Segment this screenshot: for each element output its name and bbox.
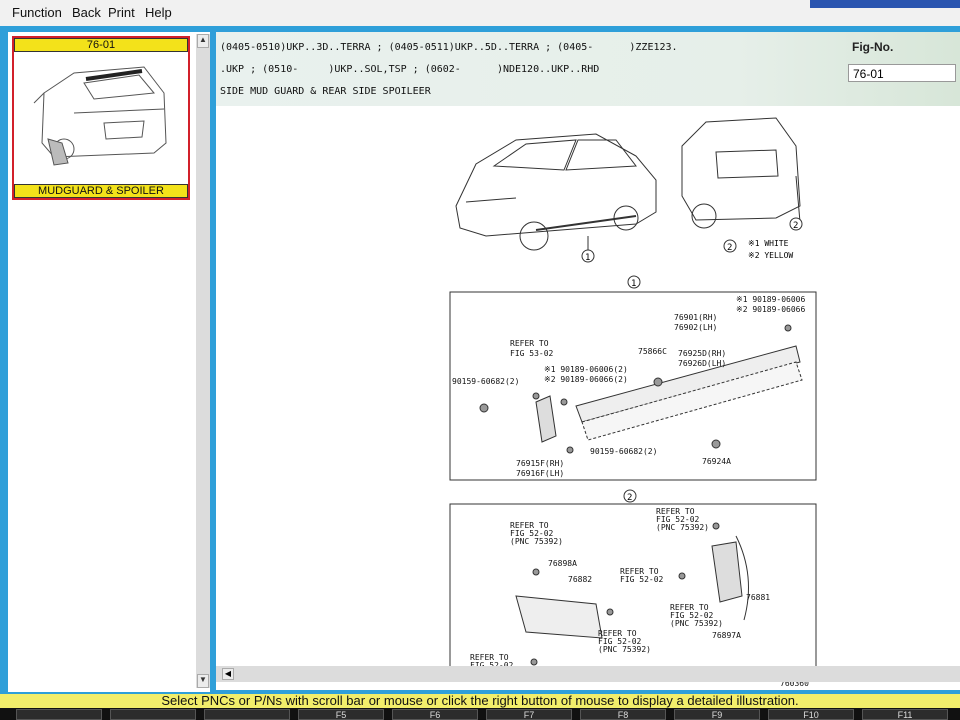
note-2-clip-b: ※2 90189-06066(2) — [544, 375, 628, 384]
thumbnail-pane: 76-01 MUDGUARD & SPOILER ▲ ▼ — [8, 32, 210, 692]
rear-car-view — [681, 117, 801, 229]
refer-e-2[interactable]: FIG 52-02 — [598, 637, 642, 646]
model-header: (0405-0510)UKP..3D..TERRA ; (0405-0511)U… — [216, 32, 960, 106]
refer-c-2[interactable]: FIG 52-02 — [620, 575, 664, 584]
refer-a-3[interactable]: (PNC 75392) — [510, 537, 563, 546]
illustration-pane: (0405-0510)UKP..3D..TERRA ; (0405-0511)U… — [216, 32, 960, 690]
refer-b-3[interactable]: (PNC 75392) — [656, 523, 709, 532]
scroll-left-button[interactable]: ◀ — [222, 668, 234, 680]
thumbnail-title: MUDGUARD & SPOILER — [14, 184, 188, 198]
model-codes-line-2: .UKP ; (0510- )UKP..SOL,TSP ; (0602- )ND… — [220, 64, 600, 75]
part-76902[interactable]: 76902(LH) — [674, 323, 717, 332]
window-corner — [810, 0, 960, 8]
function-key-bar: F5 F6 F7 F8 F9 F10 F11 — [0, 708, 960, 720]
part-76881[interactable]: 76881 — [746, 593, 770, 602]
part-75866[interactable]: 75866C — [638, 347, 667, 356]
refer-f-1[interactable]: REFER TO — [470, 653, 509, 662]
thumbnail-scrollbar[interactable]: ▲ ▼ — [196, 34, 210, 688]
part-90159-b[interactable]: 90159-60682(2) — [590, 447, 657, 456]
part-76882[interactable]: 76882 — [568, 575, 592, 584]
model-codes-line-1: (0405-0510)UKP..3D..TERRA ; (0405-0511)U… — [220, 42, 678, 53]
note-white: ※1 WHITE — [748, 239, 789, 248]
part-76925[interactable]: 76925D(RH) — [678, 349, 726, 358]
fkey-f8[interactable]: F8 — [580, 709, 666, 720]
callout-2-bubble-a[interactable] — [723, 239, 737, 253]
part-76915[interactable]: 76915F(RH) — [516, 459, 564, 468]
section-title: SIDE MUD GUARD & REAR SIDE SPOILEER — [220, 86, 431, 97]
menu-print[interactable]: Print — [108, 5, 135, 20]
note-2-clip-a: ※2 90189-06066 — [736, 305, 806, 314]
refer-d-1[interactable]: REFER TO — [670, 603, 709, 612]
part-76916[interactable]: 76916F(LH) — [516, 469, 564, 478]
fkey-3[interactable] — [204, 709, 290, 720]
refer-b-2[interactable]: FIG 52-02 — [656, 515, 700, 524]
parts-illustration[interactable]: 1 2 2 ※1 WHITE ※2 YELLOW 1 — [216, 106, 960, 690]
refer-a-1[interactable]: REFER TO — [510, 521, 549, 530]
callout-2-label-a: 2 — [727, 243, 732, 253]
fig-no-field[interactable]: 76-01 — [848, 64, 956, 82]
side-mudguard-panel — [479, 324, 803, 454]
fig-no-label: Fig-No. — [852, 40, 894, 54]
menu-back[interactable]: Back — [72, 5, 101, 20]
note-yellow: ※2 YELLOW — [748, 251, 793, 260]
refer-e-3[interactable]: (PNC 75392) — [598, 645, 651, 654]
refer-b-1[interactable]: REFER TO — [656, 507, 695, 516]
parts-diagram[interactable]: 1 2 2 ※1 WHITE ※2 YELLOW 1 — [216, 106, 960, 690]
callout-1-label: 1 — [585, 253, 590, 263]
part-76901[interactable]: 76901(RH) — [674, 313, 717, 322]
fkey-f7[interactable]: F7 — [486, 709, 572, 720]
refer-d-3[interactable]: (PNC 75392) — [670, 619, 723, 628]
scroll-down-button[interactable]: ▼ — [197, 674, 209, 688]
note-1-clip-a: ※1 90189-06006 — [736, 295, 806, 304]
part-76924[interactable]: 76924A — [702, 457, 731, 466]
front-car-view — [455, 133, 657, 251]
part-90159-a[interactable]: 90159-60682(2) — [452, 377, 519, 386]
thumbnail-car-image — [33, 66, 167, 166]
panel-1-marker — [627, 275, 641, 289]
fkey-f10[interactable]: F10 — [768, 709, 854, 720]
thumbnail-card[interactable]: 76-01 MUDGUARD & SPOILER — [12, 36, 190, 200]
fkey-2[interactable] — [110, 709, 196, 720]
refer-c-1[interactable]: REFER TO — [620, 567, 659, 576]
menu-help[interactable]: Help — [145, 5, 172, 20]
fkey-f6[interactable]: F6 — [392, 709, 478, 720]
diagram-code: 760360 — [780, 679, 809, 688]
fkey-1[interactable] — [16, 709, 102, 720]
app-frame: 76-01 MUDGUARD & SPOILER ▲ ▼ — [0, 26, 960, 694]
rear-spoiler-parts — [515, 522, 749, 666]
fkey-f11[interactable]: F11 — [862, 709, 948, 720]
thumbnail-fig-no: 76-01 — [14, 38, 188, 52]
refer-f-2[interactable]: FIG 52-02 — [470, 661, 514, 670]
callout-2-label-b: 2 — [793, 221, 798, 231]
menu-bar: Function Back Print Help — [0, 0, 960, 27]
part-76898[interactable]: 76898A — [548, 559, 577, 568]
fkey-f9[interactable]: F9 — [674, 709, 760, 720]
refer-label-1[interactable]: REFER TO — [510, 339, 549, 348]
scroll-up-button[interactable]: ▲ — [197, 34, 209, 48]
menu-function[interactable]: Function — [12, 5, 62, 20]
callout-2-bubble-b[interactable] — [789, 217, 803, 231]
panel-1-frame — [449, 291, 817, 481]
part-76897[interactable]: 76897A — [712, 631, 741, 640]
refer-fig-1[interactable]: FIG 53-02 — [510, 349, 554, 358]
illustration-scrollbar[interactable]: ◀ — [216, 666, 960, 682]
panel-2-marker — [623, 489, 637, 503]
refer-a-2[interactable]: FIG 52-02 — [510, 529, 554, 538]
refer-e-1[interactable]: REFER TO — [598, 629, 637, 638]
panel-1-marker-label: 1 — [631, 279, 636, 289]
fkey-f5[interactable]: F5 — [298, 709, 384, 720]
part-76926[interactable]: 76926D(LH) — [678, 359, 726, 368]
note-1-clip-b: ※1 90189-06006(2) — [544, 365, 628, 374]
status-bar: Select PNCs or P/Ns with scroll bar or m… — [0, 694, 960, 708]
refer-d-2[interactable]: FIG 52-02 — [670, 611, 714, 620]
panel-2-marker-label: 2 — [627, 493, 632, 503]
